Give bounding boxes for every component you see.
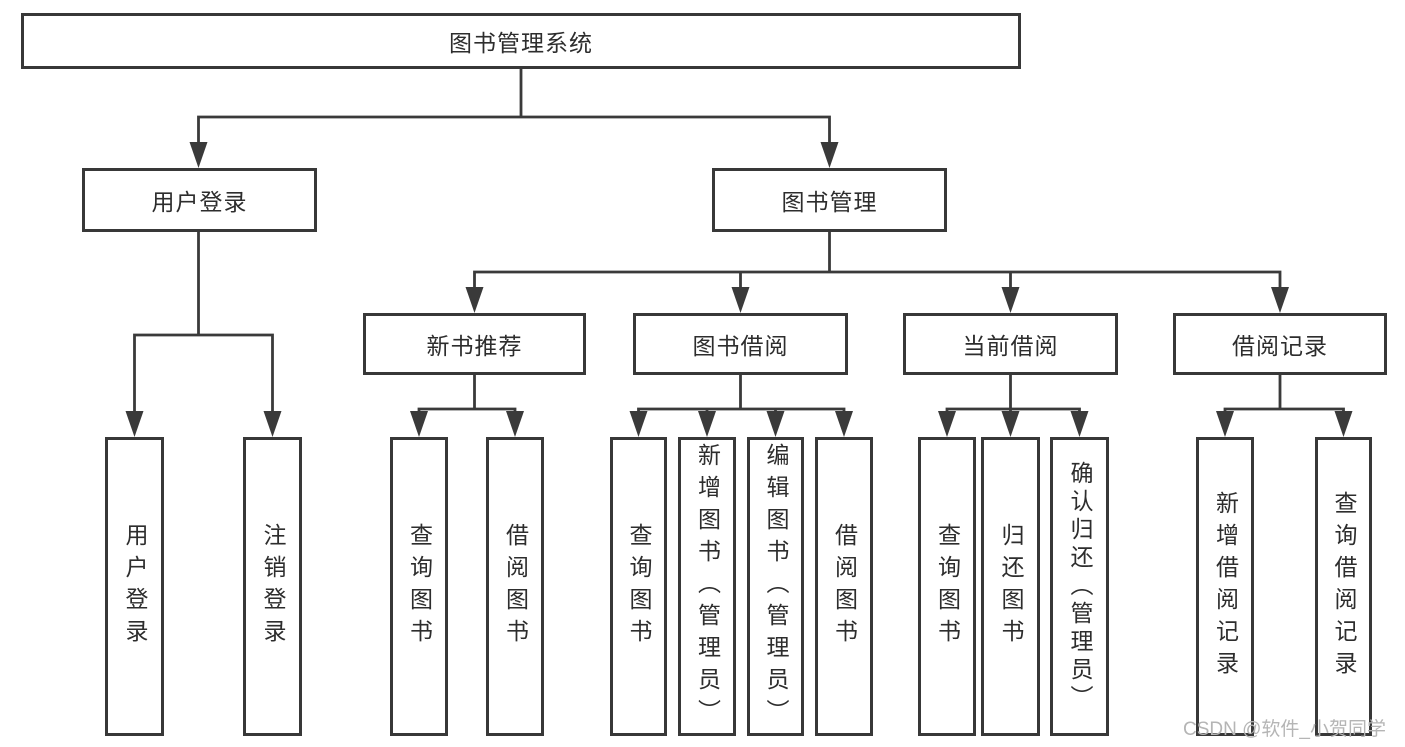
- node-label: 当前借阅: [962, 333, 1059, 359]
- connector-borrow-record-branch: [1223, 375, 1345, 415]
- node-current-borrowing: 当前借阅: [903, 313, 1118, 375]
- csdn-watermark: CSDN @软件_小贺同学: [1183, 719, 1386, 740]
- leaf-user-login: 用户登录: [105, 437, 164, 736]
- node-label: 确认归还（管理员）: [1067, 460, 1093, 713]
- node-borrow-records: 借阅记录: [1173, 313, 1387, 375]
- node-label: 查询图书: [406, 522, 433, 651]
- leaf-borrow-books-1: 借阅图书: [486, 437, 544, 736]
- connector-book-borrow-branch: [637, 375, 846, 415]
- node-label: 新书推荐: [426, 333, 523, 359]
- node-label: 新增图书（管理员）: [694, 442, 721, 731]
- node-label: 图书管理: [781, 189, 878, 215]
- leaf-add-borrow-record: 新增借阅记录: [1196, 437, 1254, 736]
- leaf-query-books-3: 查询图书: [918, 437, 976, 736]
- node-label: 新增借阅记录: [1212, 490, 1239, 683]
- arrowheads: [125, 142, 1353, 437]
- node-label: 用户登录: [122, 522, 148, 651]
- node-label: 查询图书: [934, 522, 961, 651]
- connector-user-login-branch: [133, 232, 274, 415]
- connector-root-to-level2: [197, 69, 831, 150]
- connector-new-book-branch: [417, 375, 517, 415]
- node-label: 图书管理系统: [449, 30, 593, 56]
- leaf-query-borrow-record: 查询借阅记录: [1315, 437, 1372, 736]
- node-label: 图书借阅: [692, 333, 789, 359]
- node-new-book-recommend: 新书推荐: [363, 313, 586, 375]
- leaf-add-books-admin: 新增图书（管理员）: [678, 437, 736, 736]
- node-label: 借阅图书: [502, 522, 529, 651]
- node-label: 查询图书: [626, 522, 652, 651]
- node-label: 借阅图书: [831, 522, 858, 651]
- node-label: 注销登录: [260, 522, 286, 651]
- node-label: 编辑图书（管理员）: [763, 442, 789, 731]
- node-label: 归还图书: [998, 522, 1024, 651]
- node-book-borrowing: 图书借阅: [633, 313, 848, 375]
- node-root-system: 图书管理系统: [21, 13, 1021, 69]
- connector-current-borrow-branch: [945, 375, 1081, 415]
- node-label: 借阅记录: [1232, 333, 1328, 359]
- leaf-return-books: 归还图书: [981, 437, 1040, 736]
- node-label: 用户登录: [151, 189, 248, 215]
- node-label: 查询借阅记录: [1331, 490, 1357, 683]
- leaf-query-books-2: 查询图书: [610, 437, 667, 736]
- leaf-borrow-books-2: 借阅图书: [815, 437, 873, 736]
- node-book-management: 图书管理: [712, 168, 947, 232]
- connector-book-mgmt-branch: [473, 232, 1282, 295]
- leaf-query-books-1: 查询图书: [390, 437, 448, 736]
- leaf-edit-books-admin: 编辑图书（管理员）: [747, 437, 804, 736]
- leaf-confirm-return-admin: 确认归还（管理员）: [1050, 437, 1109, 736]
- node-user-login: 用户登录: [82, 168, 317, 232]
- leaf-logout: 注销登录: [243, 437, 302, 736]
